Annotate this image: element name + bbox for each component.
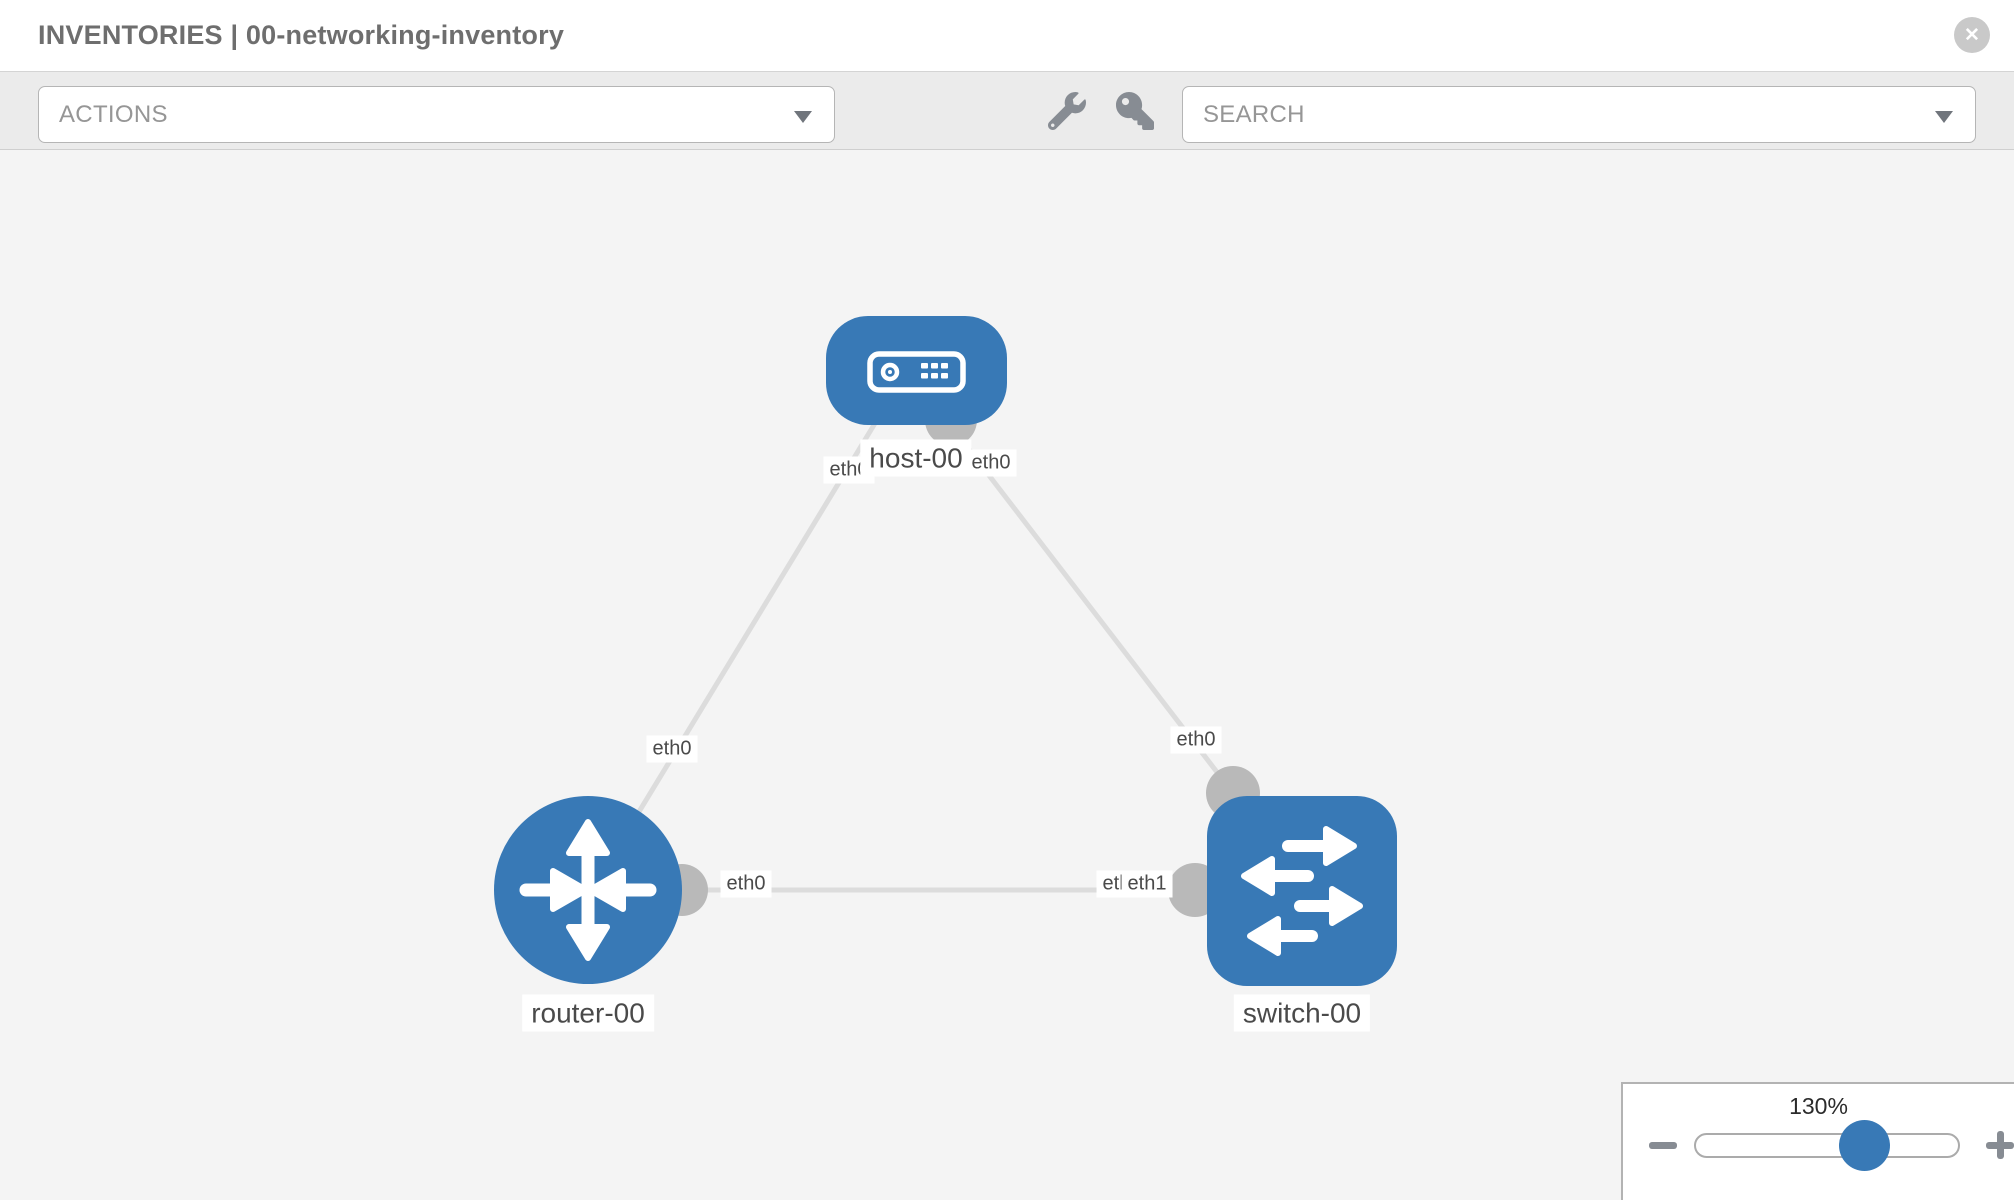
interface-label: eth1 [1121,870,1173,898]
zoom-level: 130% [1789,1093,1848,1119]
node-label-router: router-00 [522,994,654,1032]
node-host-00[interactable] [826,316,1007,425]
zoom-in-button[interactable] [1984,1129,2014,1161]
search-dropdown[interactable]: SEARCH [1182,86,1976,143]
actions-dropdown[interactable]: ACTIONS [38,86,835,143]
node-router-00[interactable] [494,796,682,984]
router-icon [519,819,657,961]
chevron-down-icon [1935,111,1953,123]
wrench-button[interactable] [1047,92,1086,131]
interface-label: eth0 [1170,726,1222,754]
search-dropdown-label: SEARCH [1203,100,1305,128]
toolbar: ACTIONS SEARCH [0,72,2014,150]
node-label-switch: switch-00 [1233,994,1371,1032]
plus-icon [1996,1131,2004,1159]
node-switch-00[interactable] [1207,796,1397,986]
interface-label: eth0 [965,449,1017,477]
interface-label: eth0 [646,735,698,763]
interface-label: eth0 [720,870,772,898]
actions-dropdown-label: ACTIONS [59,100,168,128]
chevron-down-icon [794,111,812,123]
host-icon [867,351,966,393]
close-icon: ✕ [1964,24,1980,46]
header: INVENTORIES | 00-networking-inventory ✕ [0,0,2014,72]
switch-icon [1241,826,1363,956]
key-button[interactable] [1116,92,1154,130]
page-title: INVENTORIES | 00-networking-inventory [38,20,565,50]
zoom-slider-handle[interactable] [1839,1120,1890,1171]
link-host-router[interactable] [614,418,880,850]
close-button[interactable]: ✕ [1954,17,1990,53]
zoom-out-button[interactable] [1649,1142,1677,1149]
wrench-icon [1047,92,1086,131]
zoom-panel: 130% [1621,1082,2014,1200]
key-icon [1116,92,1154,130]
zoom-slider-track[interactable] [1694,1133,1960,1158]
node-label-host: host-00 [860,439,972,477]
